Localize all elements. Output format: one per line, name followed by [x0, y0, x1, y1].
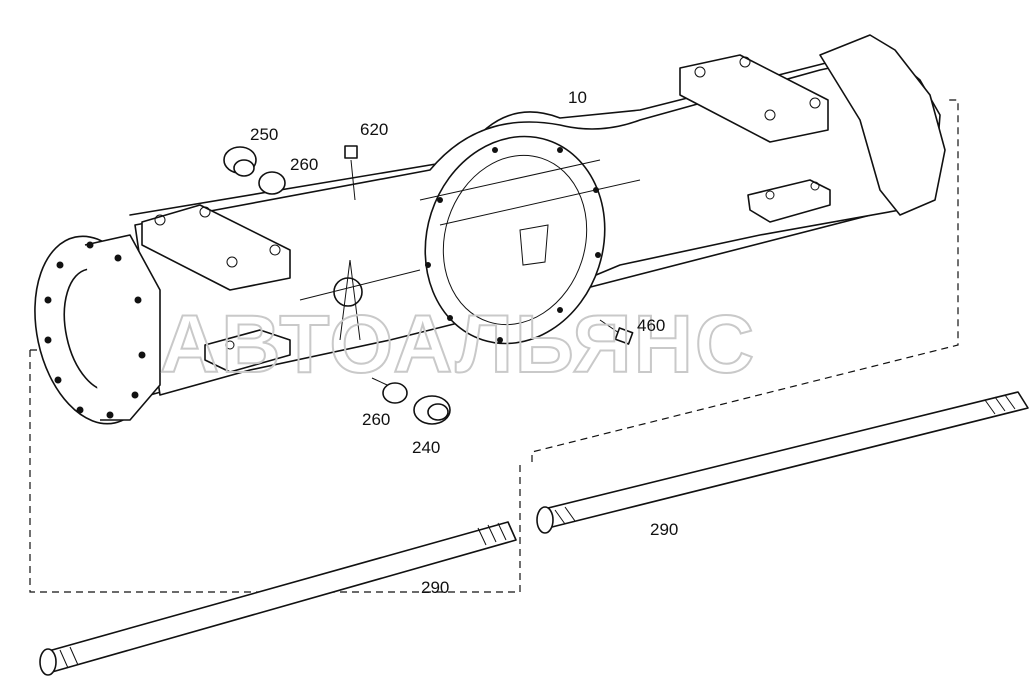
callout-seal-top: 260: [290, 155, 318, 174]
seal-ring-260-bottom: [382, 382, 408, 404]
watermark-text: АВТОАЛЬЯНС: [160, 299, 756, 390]
bolt-460: [599, 319, 634, 345]
callout-vent: 620: [360, 120, 388, 139]
axle-housing: [34, 34, 946, 425]
callout-housing: 10: [568, 88, 587, 107]
callout-plug-bottom: 240: [412, 438, 440, 457]
axle-shaft-left: [39, 521, 517, 676]
vent-620: [344, 145, 358, 201]
callout-shaft-right: 290: [650, 520, 678, 539]
plug-240: [413, 395, 451, 425]
callout-bolt: 460: [637, 316, 665, 335]
plug-250: [223, 146, 257, 177]
callout-shaft-left: 290: [421, 578, 449, 597]
callout-plug-top: 250: [250, 125, 278, 144]
seal-ring-260-top: [258, 171, 286, 195]
callout-seal-bottom: 260: [362, 410, 390, 429]
axle-shaft-right: [536, 391, 1029, 534]
small-parts: [223, 145, 634, 425]
